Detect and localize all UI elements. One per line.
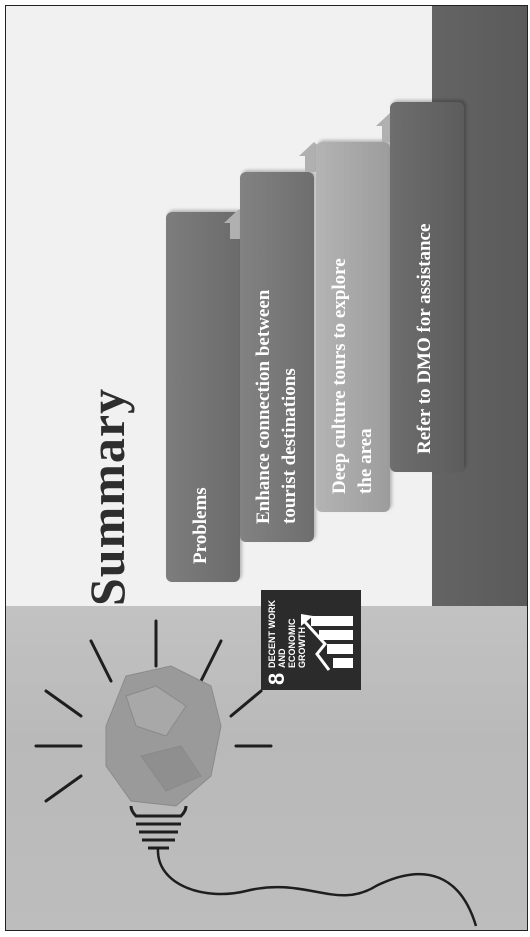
step-label: Problems	[188, 212, 214, 564]
step-label: the area	[353, 142, 379, 494]
step-deep-culture-tours: Deep culture tours to explore the area	[316, 142, 390, 512]
step-enhance-connection: Enhance connection between tourist desti…	[240, 172, 314, 542]
sdg-8-badge: 8 DECENT WORK AND ECONOMIC GROWTH	[261, 590, 361, 690]
step-label: Deep culture tours to explore	[327, 142, 353, 494]
sdg-caption-line: DECENT WORK AND	[267, 594, 287, 668]
slide: Summary Problems Enhance connection betw…	[5, 5, 528, 931]
slide-title: Summary	[78, 388, 136, 606]
growth-chart-icon	[299, 608, 355, 672]
slide-content: Summary Problems Enhance connection betw…	[6, 6, 436, 931]
step-label: tourist destinations	[277, 172, 303, 524]
step-refer-dmo: Refer to DMO for assistance	[390, 102, 464, 472]
step-problems: Problems	[166, 212, 240, 582]
step-label: Enhance connection between	[251, 172, 277, 524]
sdg-number: 8	[264, 673, 290, 685]
step-label: Refer to DMO for assistance	[412, 102, 438, 454]
